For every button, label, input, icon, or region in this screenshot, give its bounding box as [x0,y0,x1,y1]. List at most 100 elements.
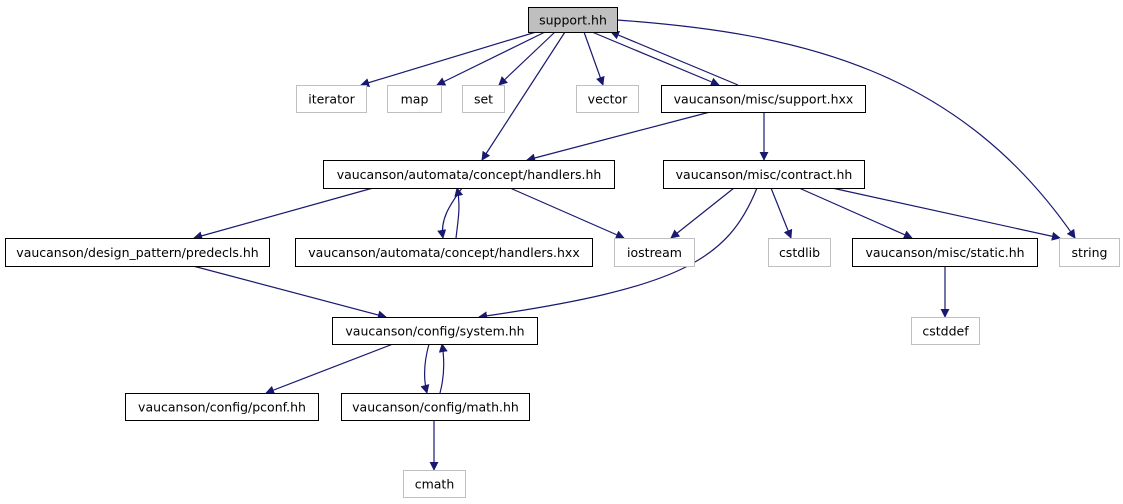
node-label: set [474,92,493,107]
edge-system-hh-to-pconf-hh [265,343,394,395]
node-box [323,160,615,189]
edge-arrow [798,187,913,239]
node-box [387,85,442,113]
node-label: cstddef [922,324,969,339]
node-static-hh[interactable]: vaucanson/misc/static.hh [852,238,1038,267]
node-label: iterator [308,92,355,107]
node-box [528,7,618,33]
node-box [332,317,538,345]
edges-layer [192,19,1076,471]
node-label: vaucanson/misc/support.hxx [674,92,854,107]
node-box [1059,238,1120,267]
edge-contract-hh-to-string [831,187,1061,241]
node-label: vaucanson/config/pconf.hh [138,400,306,415]
edge-support-hh-to-vector [583,31,605,86]
edge-arrow [591,31,720,87]
node-box [576,85,639,113]
node-string[interactable]: string [1059,238,1120,267]
node-label: vaucanson/config/system.hh [345,324,524,339]
node-handlers-hxx[interactable]: vaucanson/automata/concept/handlers.hxx [295,238,593,267]
node-predecls-hh[interactable]: vaucanson/design_pattern/predecls.hh [5,238,270,267]
edge-arrow [438,343,448,394]
edge-contract-hh-to-cstdlib [770,187,793,239]
edge-support-hh-to-support-hxx [591,31,720,87]
edge-arrow [498,31,556,86]
node-pconf-hh[interactable]: vaucanson/config/pconf.hh [125,393,319,421]
node-label: vaucanson/misc/contract.hh [676,167,853,182]
edge-support-hxx-to-handlers-hh [526,111,711,163]
edge-support-hxx-to-support-hh [610,30,739,86]
edge-math-hh-to-system-hh [438,343,448,394]
node-map[interactable]: map [387,85,442,113]
node-box [911,317,980,345]
node-label: iostream [627,245,682,260]
edge-arrow [192,265,387,320]
node-label: vaucanson/automata/concept/handlers.hxx [308,245,579,260]
node-box [125,393,319,421]
node-label: vaucanson/design_pattern/predecls.hh [16,245,258,260]
node-set[interactable]: set [462,85,505,113]
edge-arrow [481,31,566,161]
node-box [614,238,695,267]
edge-arrow [436,31,546,86]
edge-support-hh-to-map [436,31,546,86]
edge-arrow [616,19,1076,239]
node-vector[interactable]: vector [576,85,639,113]
node-iostream[interactable]: iostream [614,238,695,267]
edge-arrow [478,187,758,321]
edge-arrow [454,187,464,239]
node-label: vaucanson/automata/concept/handlers.hh [337,167,602,182]
edge-arrow [670,187,735,239]
edge-contract-hh-to-system-hh [478,187,758,321]
edge-handlers-hh-to-predecls-hh [193,187,374,241]
node-label: string [1072,245,1108,260]
node-box [462,85,505,113]
edge-handlers-hh-to-iostream [509,187,625,239]
edge-arrow [610,30,739,86]
edge-system-hh-to-math-hh [420,343,430,394]
node-label: cstdlib [779,245,820,260]
edge-arrow [831,187,1061,241]
nodes-layer: support.hh iterator map set vector vaucanson/… [5,7,1120,498]
node-box [768,238,831,267]
edge-contract-hh-to-iostream [670,187,735,239]
node-contract-hh[interactable]: vaucanson/misc/contract.hh [663,160,865,189]
edge-arrow [420,343,430,394]
node-cmath[interactable]: cmath [403,470,466,498]
node-box [663,160,865,189]
edge-contract-hh-to-static-hh [798,187,913,239]
node-math-hh[interactable]: vaucanson/config/math.hh [341,393,530,421]
edge-arrow [770,187,793,239]
node-iterator[interactable]: iterator [296,85,367,113]
node-label: vaucanson/config/math.hh [352,400,519,415]
edge-handlers-hxx-to-handlers-hh [454,187,464,239]
node-box [296,85,367,113]
edge-support-hh-to-iterator [360,31,537,87]
edge-support-hh-to-set [498,31,556,86]
edge-arrow [193,187,374,241]
node-label: cmath [415,477,455,492]
node-cstddef[interactable]: cstddef [911,317,980,345]
edge-arrow [509,187,625,239]
node-box [341,393,530,421]
edge-support-hh-to-handlers-hh [481,31,566,161]
node-box [295,238,593,267]
node-label: vector [588,92,629,107]
node-box [5,238,270,267]
node-handlers-hh[interactable]: vaucanson/automata/concept/handlers.hh [323,160,615,189]
edge-predecls-hh-to-system-hh [192,265,387,320]
edge-arrow [360,31,537,87]
node-system-hh[interactable]: vaucanson/config/system.hh [332,317,538,345]
node-box [403,470,466,498]
node-support-hxx[interactable]: vaucanson/misc/support.hxx [661,85,866,113]
edge-arrow [526,111,711,163]
node-support-hh[interactable]: support.hh [528,7,618,33]
node-box [852,238,1038,267]
node-label: vaucanson/misc/static.hh [865,245,1024,260]
node-label: map [401,92,429,107]
node-cstdlib[interactable]: cstdlib [768,238,831,267]
node-label: support.hh [539,13,607,28]
edge-support-hh-to-string [616,19,1076,239]
edge-arrow [583,31,605,86]
